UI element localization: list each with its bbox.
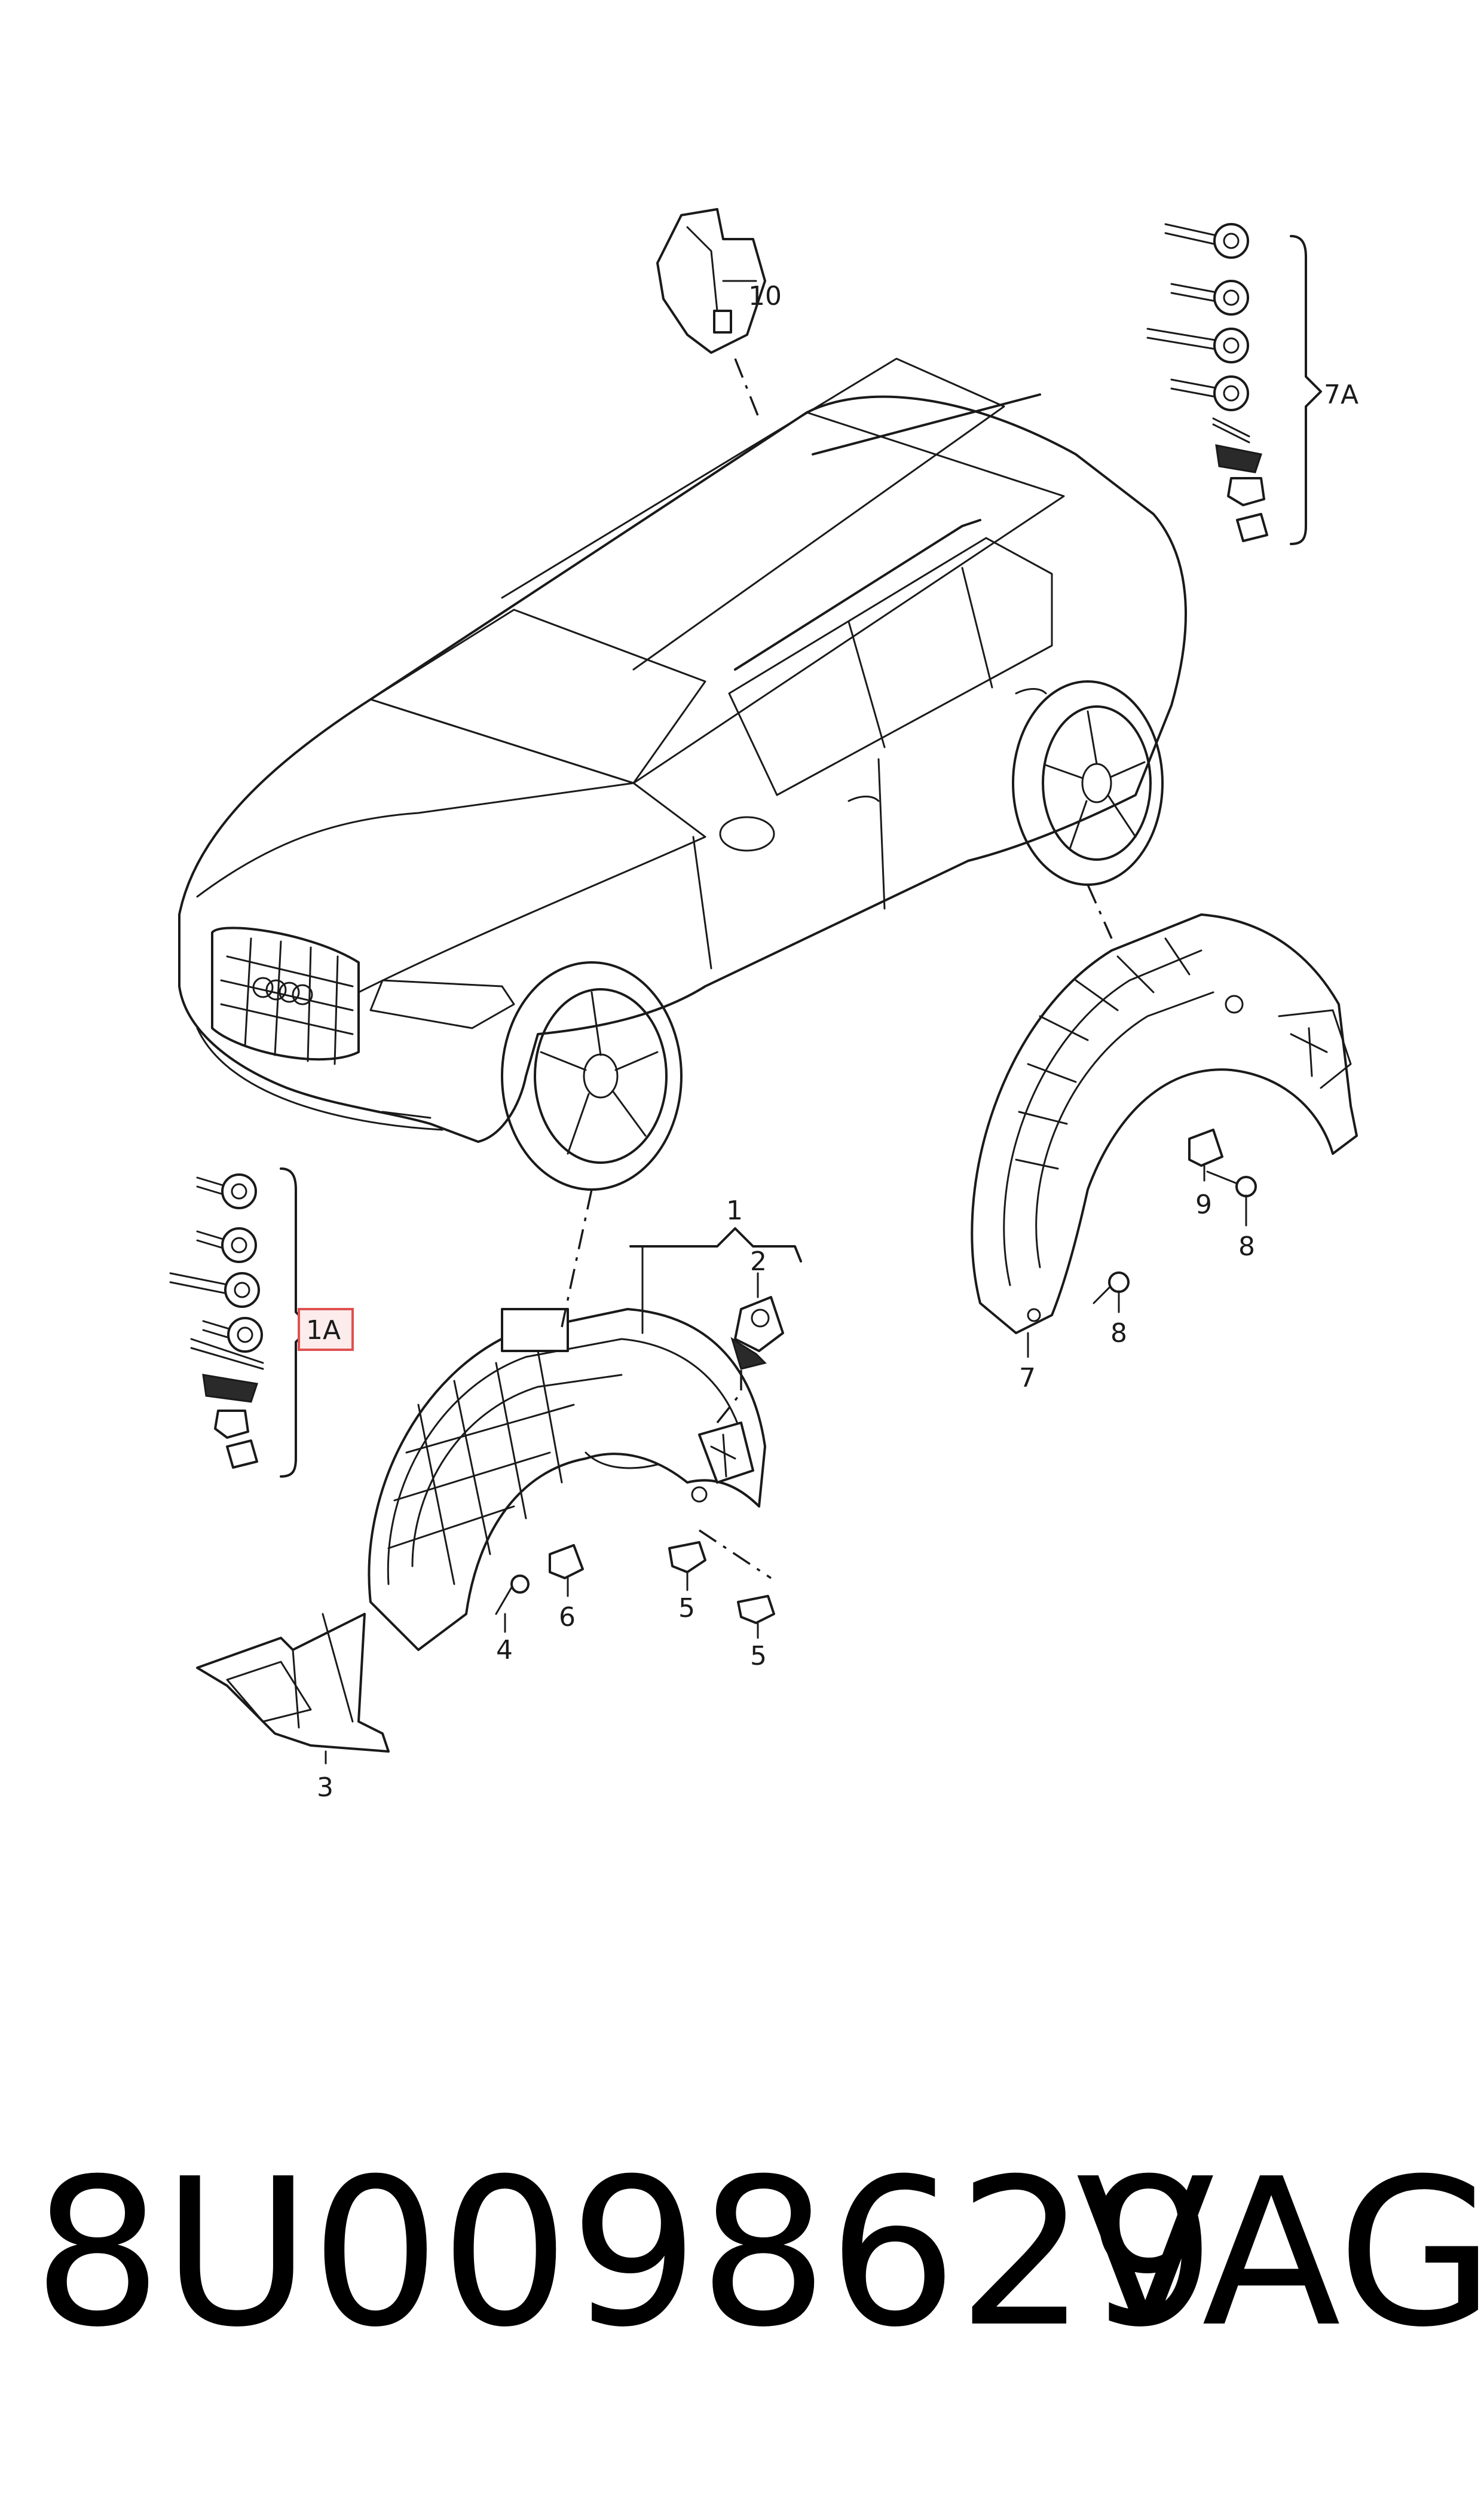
rear-wheel-liner bbox=[971, 913, 1358, 1334]
part-4-screw bbox=[495, 1575, 530, 1615]
part-9-nut bbox=[1188, 1129, 1223, 1167]
callout-3: 3 bbox=[317, 1772, 333, 1803]
callout-8a: 8 bbox=[1238, 1231, 1255, 1262]
rings-logo bbox=[252, 977, 313, 1005]
part-number-text: 8U0098629 bbox=[33, 2135, 1216, 2372]
part-6-nut bbox=[549, 1544, 584, 1579]
callout-8b: 8 bbox=[1110, 1318, 1127, 1349]
part-5-clip-b bbox=[737, 1595, 775, 1624]
callout-7: 7 bbox=[1019, 1363, 1036, 1393]
car-illustration bbox=[178, 357, 1187, 1191]
callout-10: 10 bbox=[748, 281, 782, 311]
callout-5a: 5 bbox=[678, 1593, 695, 1624]
part-10-bracket bbox=[656, 208, 766, 354]
front-wheel bbox=[501, 961, 683, 1191]
grille-mesh bbox=[220, 937, 354, 1065]
leader-front-clips bbox=[699, 1529, 772, 1579]
bracket-7A bbox=[1290, 235, 1322, 545]
callout-7A: 7A bbox=[1324, 380, 1358, 410]
leader-10 bbox=[734, 358, 760, 419]
part-5-clip-a bbox=[668, 1541, 706, 1573]
part-3-deflector bbox=[196, 1613, 390, 1753]
fastener-group-7A bbox=[1146, 223, 1268, 542]
leader-rear-wheel bbox=[1087, 884, 1113, 939]
highlight-box-1A bbox=[298, 1308, 354, 1351]
part-2-clip bbox=[730, 1296, 784, 1370]
bracket-1 bbox=[629, 1227, 802, 1262]
leader-front-bracket bbox=[716, 1363, 742, 1424]
fastener-group-1A bbox=[169, 1173, 264, 1469]
part-8-screw-b bbox=[1093, 1271, 1130, 1304]
callout-1A: 1A bbox=[306, 1315, 341, 1346]
leader-front-wheel bbox=[561, 1189, 593, 1328]
part-8-screw-a bbox=[1206, 1170, 1257, 1197]
rear-liner-ribs bbox=[1015, 937, 1191, 1170]
callout-9: 9 bbox=[1195, 1190, 1212, 1220]
front-wheel-liner bbox=[368, 1308, 766, 1651]
callout-6: 6 bbox=[559, 1602, 576, 1633]
brand-text: VAG bbox=[1076, 2135, 1484, 2372]
callout-5b: 5 bbox=[750, 1641, 767, 1671]
callout-1: 1 bbox=[726, 1196, 743, 1226]
liner-grid bbox=[387, 1350, 575, 1585]
callout-2: 2 bbox=[750, 1246, 767, 1277]
callout-4: 4 bbox=[496, 1635, 513, 1665]
